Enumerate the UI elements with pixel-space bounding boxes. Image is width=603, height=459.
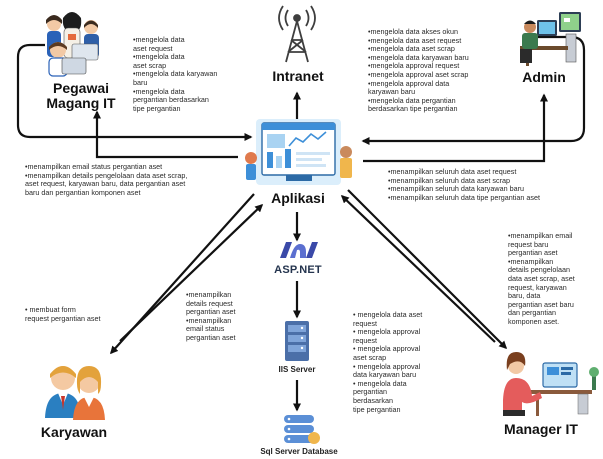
- arrow-pegawai-to-app: [16, 43, 253, 141]
- pegawai-magang-label: Pegawai Magang IT: [46, 80, 116, 111]
- aspnet-label: ASP.NET: [274, 264, 322, 276]
- application-dashboard-icon: [245, 119, 352, 185]
- arrow-manager-to-app: [340, 194, 496, 343]
- note-admin-to-app: •mengelola data akses okun •mengelola da…: [368, 27, 469, 114]
- radio-tower-icon: [278, 5, 316, 63]
- intranet-label: Intranet: [272, 68, 324, 84]
- note-app-to-pegawai: •menampilkan email status pergantian ase…: [25, 162, 188, 197]
- arrow-app-to-pegawai: [93, 110, 238, 159]
- people-group-icon: [46, 12, 99, 77]
- admin-label: Admin: [522, 69, 566, 85]
- arrow-app-to-karyawan: [109, 193, 255, 355]
- note-pegawai-to-app: •mengelola data aset request •mengelola …: [133, 35, 218, 113]
- aspnet-logo: [280, 242, 318, 258]
- arrow-app-to-manager: [347, 189, 508, 350]
- note-karyawan-to-app: • membuat form request pergantian aset: [25, 305, 101, 323]
- arrow-karyawan-to-app: [119, 203, 264, 342]
- note-app-to-karyawan: •menampilkan details request pergantian …: [186, 290, 236, 342]
- manager-at-desk-icon: [503, 352, 599, 416]
- karyawan-label: Karyawan: [40, 424, 108, 440]
- manager-it-label: Manager IT: [504, 421, 578, 437]
- iis-server-label: IIS Server: [278, 365, 316, 374]
- admin-at-desk-icon: [520, 12, 581, 66]
- note-app-to-admin: •menampilkan seluruh data aset request •…: [388, 167, 540, 202]
- aplikasi-label: Aplikasi: [271, 190, 325, 206]
- note-app-to-manager: •menampilkan email request baru perganti…: [508, 231, 575, 326]
- note-manager-to-app: • mengelola data aset request • mengelol…: [353, 310, 423, 414]
- server-rack-icon: [285, 321, 309, 361]
- arrow-app-to-admin: [363, 93, 548, 163]
- sql-server-database-label: Sql Server Database: [260, 447, 338, 456]
- employees-icon: [45, 366, 105, 420]
- database-stack-icon: [284, 415, 320, 444]
